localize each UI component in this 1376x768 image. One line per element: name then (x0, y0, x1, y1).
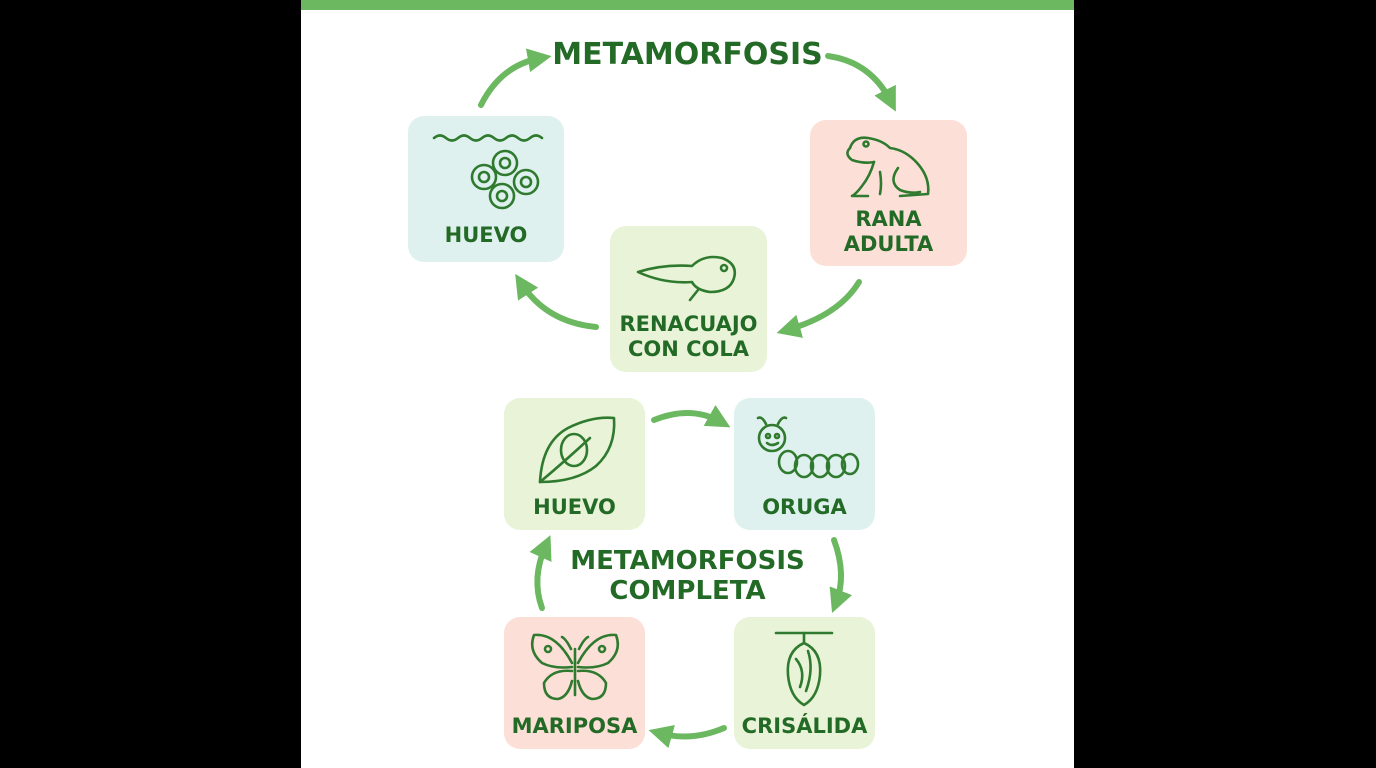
stage-card-butterfly: MARIPOSA (504, 617, 645, 749)
chrysalis-icon (772, 629, 838, 709)
stage-card-frog-egg: HUEVO (408, 116, 564, 262)
stage-label: RANA ADULTA (843, 207, 934, 256)
arrow-huevo-to-rana (478, 48, 552, 108)
stage-card-chrysalis: CRISÁLIDA (734, 617, 875, 749)
cycle-arrows (478, 48, 896, 749)
caterpillar-icon (752, 412, 862, 486)
stage-card-tadpole: RENACUAJO CON COLA (610, 226, 767, 372)
diagram-page: METAMORFOSIS HUEVO RANA ADULTA (301, 0, 1074, 768)
arrow-huevo-to-oruga (651, 405, 731, 428)
stage-card-butterfly-egg: HUEVO (504, 398, 645, 530)
butterfly-icon (526, 629, 624, 705)
frog-cycle-title: METAMORFOSIS (552, 37, 823, 72)
stage-card-adult-frog: RANA ADULTA (810, 120, 967, 266)
tadpole-icon (634, 244, 744, 302)
stage-label: HUEVO (444, 223, 528, 247)
arrow-title-to-rana (825, 53, 896, 112)
arrow-mariposa-to-huevo (529, 535, 552, 611)
stage-label: MARIPOSA (511, 714, 638, 738)
stage-label: RENACUAJO CON COLA (619, 312, 758, 361)
arrow-crisalida-to-mariposa (648, 725, 727, 749)
egg-on-leaf-icon (534, 412, 618, 486)
top-accent-bar (301, 0, 1074, 10)
stage-label: HUEVO (533, 495, 616, 519)
frog-icon (840, 128, 940, 204)
arrow-renacuajo-to-huevo (515, 273, 599, 330)
eggs-in-water-icon (430, 130, 544, 216)
stage-label: CRISÁLIDA (741, 714, 868, 738)
stage-card-caterpillar: ORUGA (734, 398, 875, 530)
arrow-rana-to-renacuajo (776, 279, 862, 338)
butterfly-cycle-title: METAMORFOSIS COMPLETA (570, 546, 805, 606)
arrow-oruga-to-crisalida (829, 537, 852, 614)
stage-label: ORUGA (762, 495, 847, 519)
